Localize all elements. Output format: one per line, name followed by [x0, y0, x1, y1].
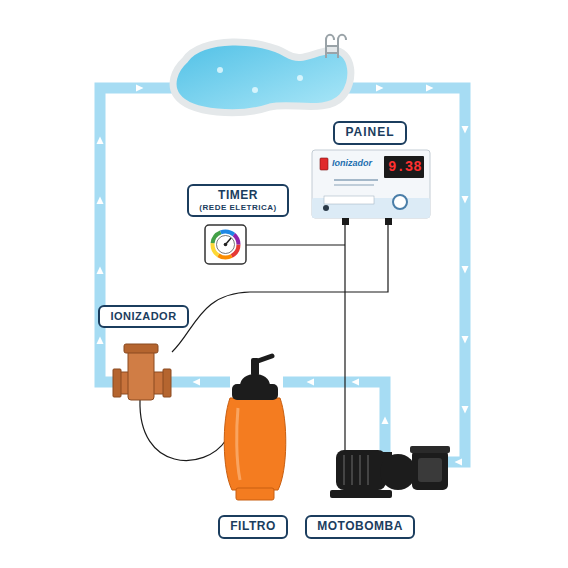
label-box: MOTOBOMBA — [305, 515, 415, 539]
box-title: PAINEL — [344, 126, 396, 140]
pool-shape — [173, 35, 351, 113]
filter-device — [224, 356, 286, 500]
label-box: PAINEL — [333, 121, 407, 145]
panel-device — [312, 150, 430, 225]
box-title: IONIZADOR — [109, 310, 178, 323]
box-title: MOTOBOMBA — [316, 520, 404, 534]
display-reading: 9.38 — [388, 159, 422, 175]
box-title: TIMER — [198, 189, 278, 203]
label-box: IONIZADOR — [98, 305, 189, 328]
ionizer-device — [113, 344, 171, 400]
brand-logo: Ionizador — [332, 158, 372, 168]
label-box: FILTRO — [218, 515, 288, 539]
timer-device — [205, 225, 246, 264]
box-subtitle: (REDE ELETRICA) — [198, 203, 278, 212]
label-box: TIMER(REDE ELETRICA) — [187, 184, 289, 217]
box-title: FILTRO — [229, 520, 277, 534]
pump-device — [330, 446, 450, 498]
